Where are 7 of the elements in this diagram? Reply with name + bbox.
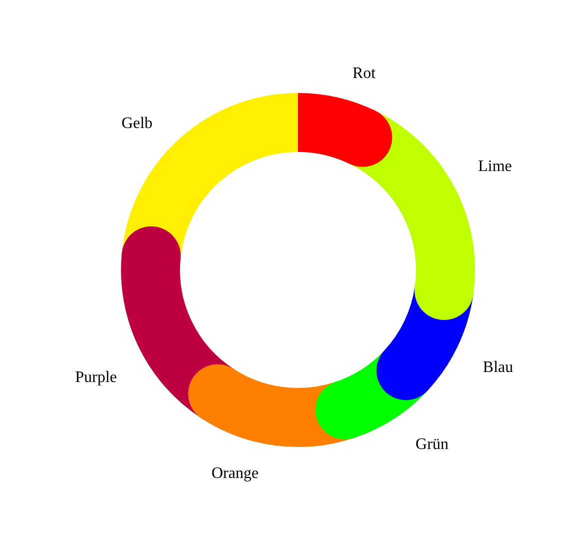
segment-label: Orange bbox=[211, 465, 259, 483]
segment-label: Rot bbox=[352, 65, 376, 83]
segment-label: Purple bbox=[75, 369, 117, 387]
segment-label: Grün bbox=[416, 436, 448, 454]
segment-label: Blau bbox=[482, 359, 514, 377]
segment-label: Lime bbox=[478, 158, 512, 176]
segment-label: Gelb bbox=[121, 115, 153, 133]
